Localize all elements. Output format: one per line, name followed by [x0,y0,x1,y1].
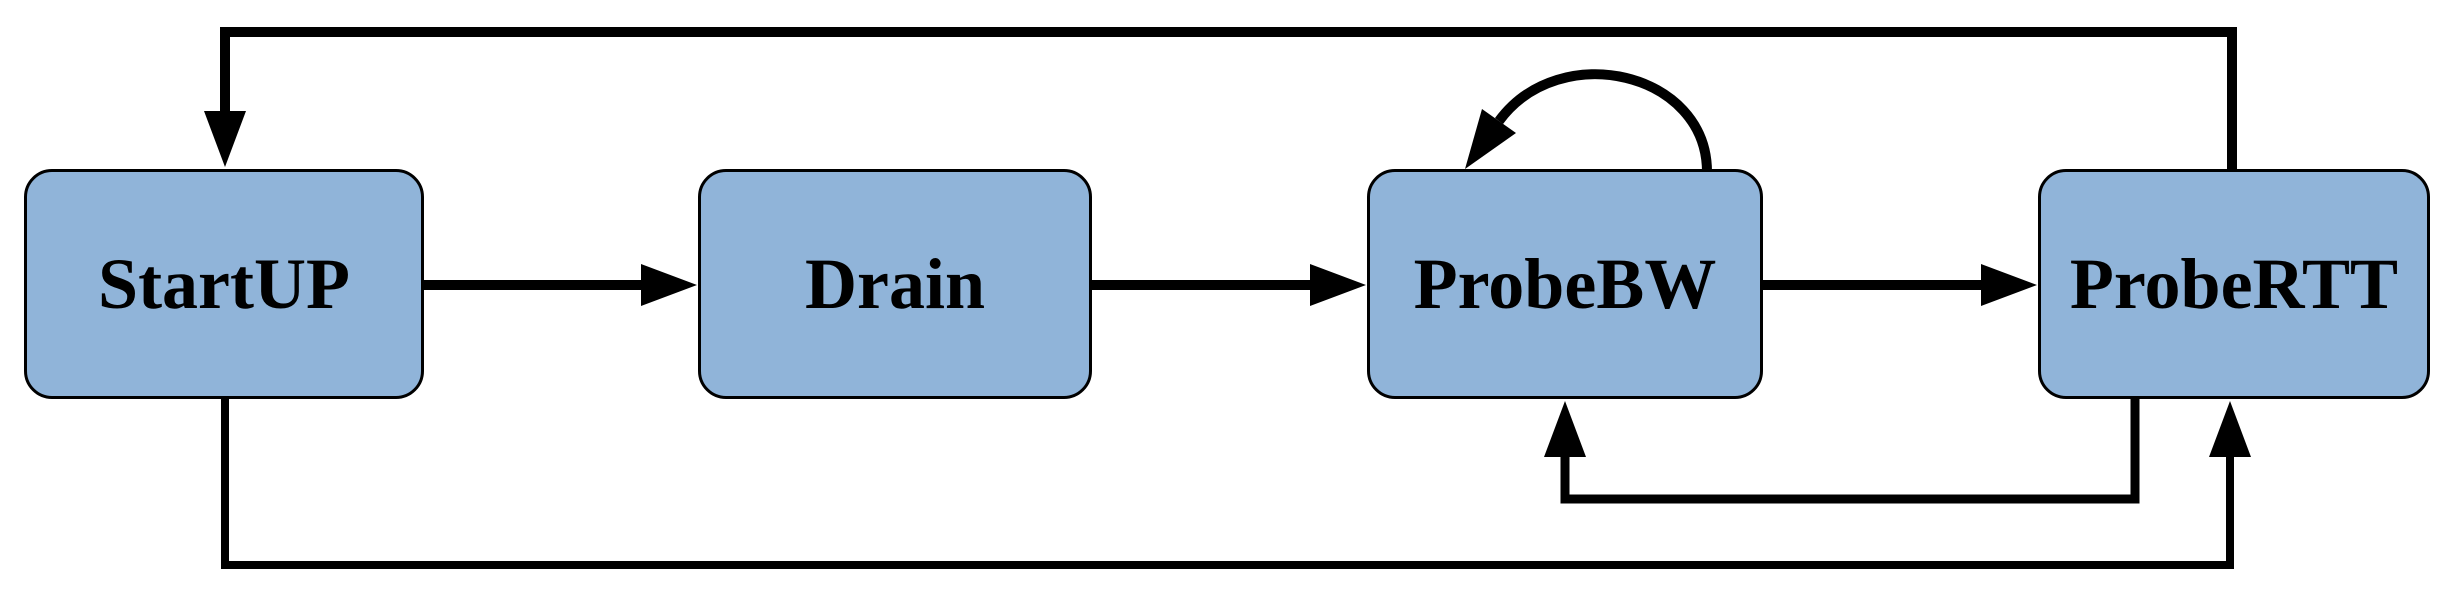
arrowhead-right-icon [641,264,697,306]
edge-probertt-to-probebw-bottom [1544,399,2140,504]
arrowhead-down-left-icon [1465,109,1516,169]
state-label-drain: Drain [805,243,985,324]
edge-line [1560,399,2140,504]
edge-probebw-self-loop [1465,69,1712,173]
state-node-probertt: ProbeRTT [2038,169,2430,399]
state-node-startup: StartUP [24,169,424,399]
state-label-probebw: ProbeBW [1413,243,1717,324]
edge-line [221,399,2234,569]
edge-startup-to-probertt-bottom [221,399,2251,569]
arrowhead-up-icon [2209,401,2251,457]
state-label-startup: StartUP [98,243,350,324]
self-loop-arc [1494,69,1712,173]
edge-drain-to-probebw [1092,264,1366,306]
edge-probertt-to-startup-top [204,27,2237,170]
state-label-probertt: ProbeRTT [2069,243,2399,324]
edge-probebw-to-probertt [1763,264,2037,306]
edge-startup-to-drain [424,264,697,306]
arrowhead-down-icon [204,111,246,167]
state-node-probebw: ProbeBW [1367,169,1763,399]
arrowhead-right-icon [1981,264,2037,306]
state-node-drain: Drain [698,169,1092,399]
arrowhead-up-icon [1544,401,1586,457]
arrowhead-right-icon [1310,264,1366,306]
edge-line [220,27,2237,170]
